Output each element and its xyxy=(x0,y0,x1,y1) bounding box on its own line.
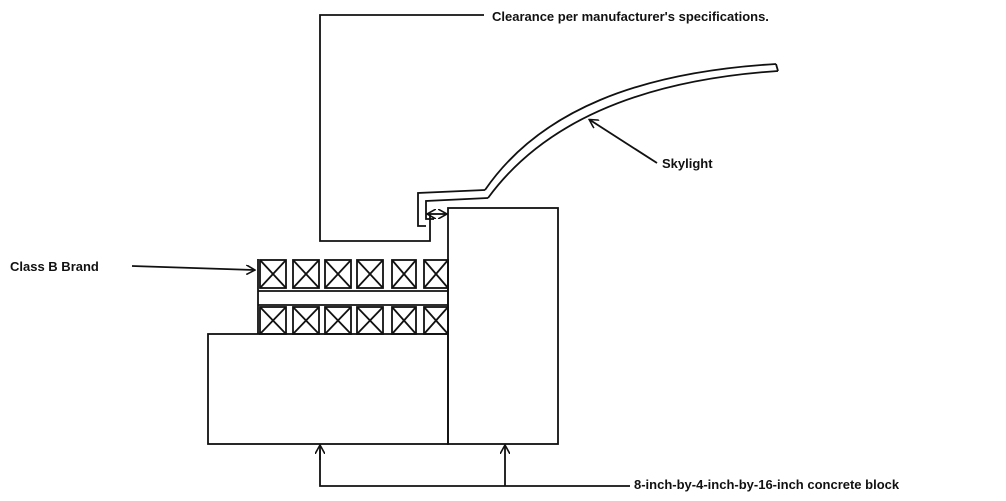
class-b-brand-leader-line xyxy=(131,266,254,270)
concrete-block-label: 8-inch-by-4-inch-by-16-inch concrete blo… xyxy=(634,477,900,492)
skylight-dome-inner xyxy=(487,70,779,199)
brand-row-bottom xyxy=(259,306,449,335)
upright-concrete-block xyxy=(447,207,559,445)
skylight-label: Skylight xyxy=(662,156,713,171)
class-b-brand-label: Class B Brand xyxy=(10,259,99,274)
clearance-label: Clearance per manufacturer's specificati… xyxy=(492,9,769,24)
skylight-leader-line xyxy=(590,120,658,164)
skylight-dome-end xyxy=(775,63,779,72)
lower-concrete-block xyxy=(207,333,449,445)
skylight-dome-outer xyxy=(484,63,777,191)
brand-row-top xyxy=(259,259,449,289)
skylight-flange-outer xyxy=(417,189,486,227)
concrete-block-leader-line xyxy=(319,450,630,487)
clearance-leader-line xyxy=(319,14,484,242)
